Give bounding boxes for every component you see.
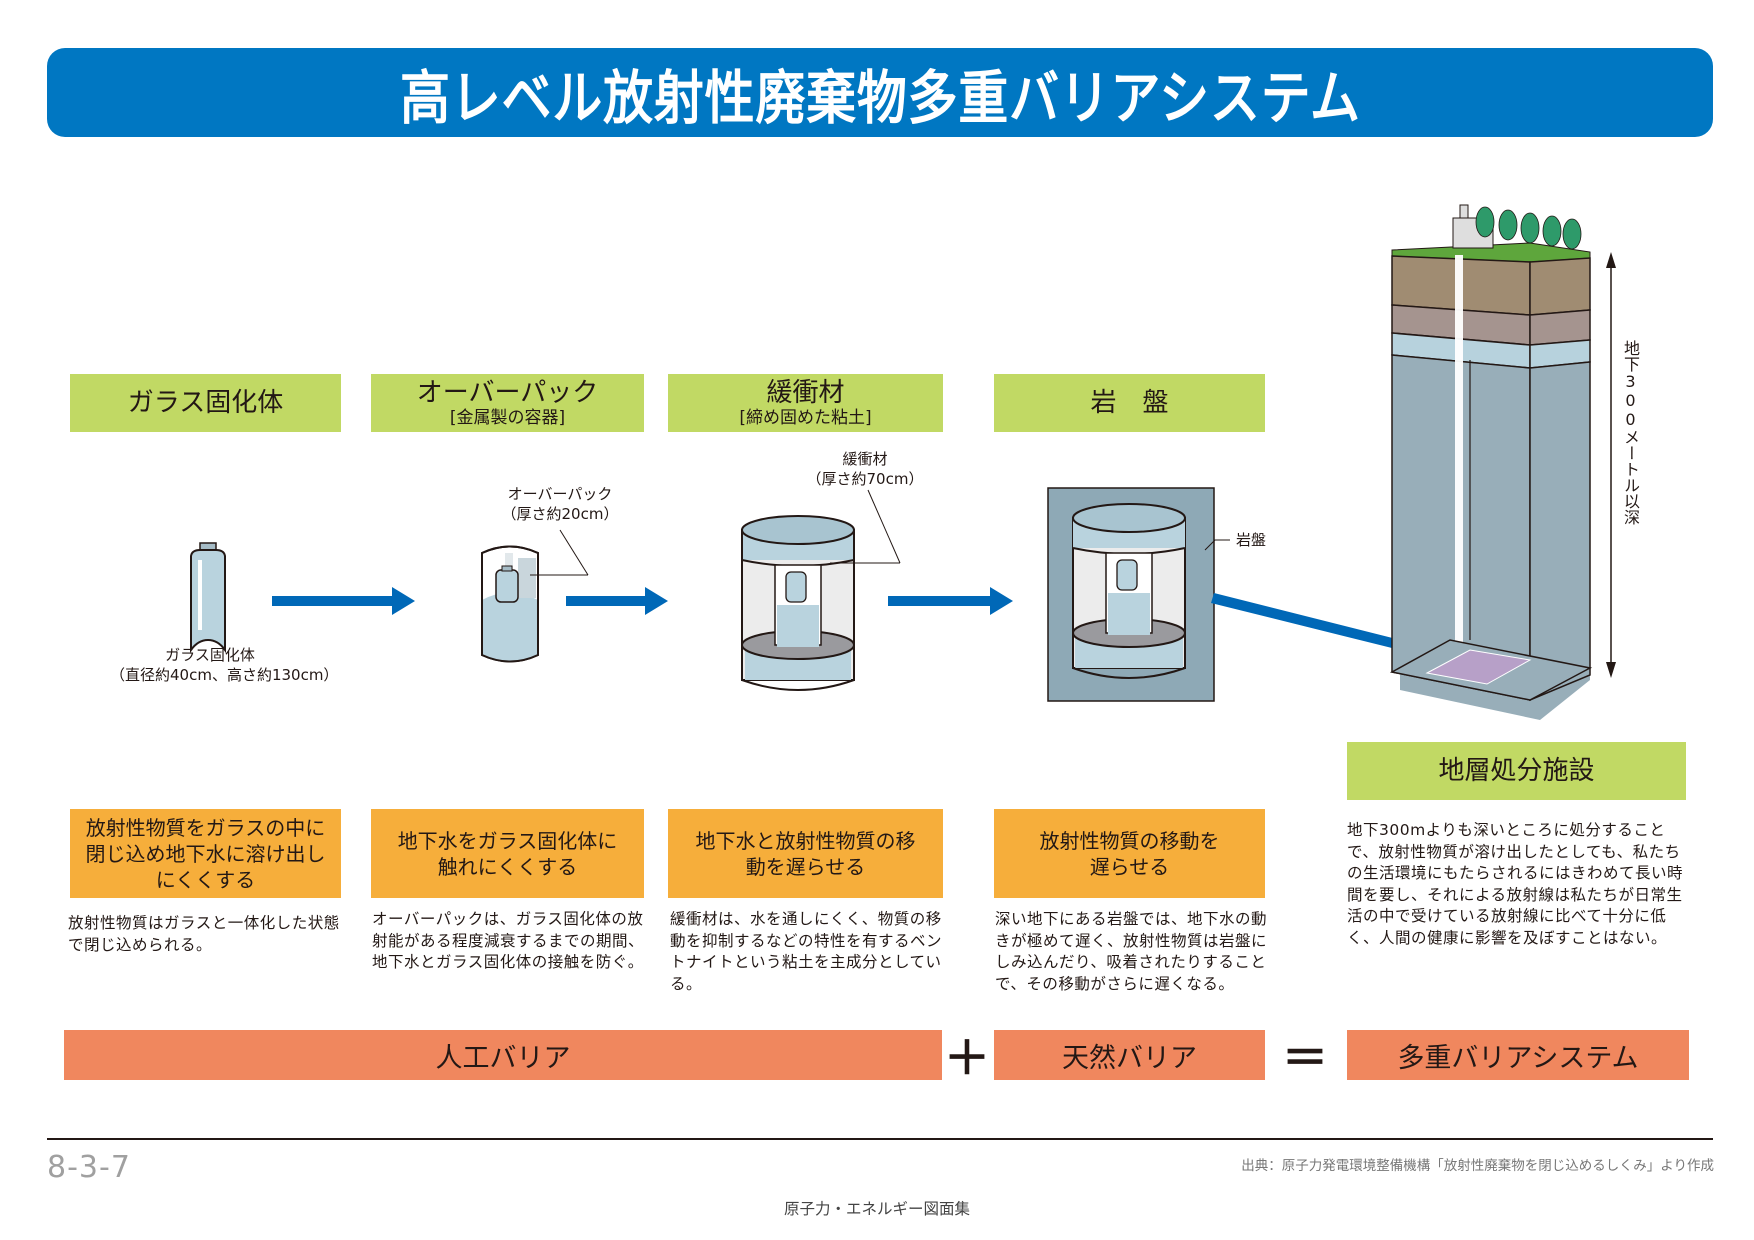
- stage-header-title: ガラス固化体: [127, 388, 284, 418]
- stage-header-title: 緩衝材: [766, 378, 845, 408]
- stage-header-glass: ガラス固化体: [70, 374, 341, 432]
- source-credit: 出典：原子力発電環境整備機構「放射性廃棄物を閉じ込めるしくみ」より作成: [1241, 1158, 1714, 1174]
- stage-header-title: オーバーパック: [416, 378, 599, 408]
- artificial-barrier-box: 人工バリア: [64, 1030, 942, 1080]
- facility-header: 地層処分施設: [1347, 742, 1686, 800]
- arrow-3-icon: [888, 587, 1013, 615]
- overpack-icon: [481, 529, 589, 663]
- role-box-glass: 放射性物質をガラスの中に閉じ込め地下水に溶け出しにくくする: [70, 809, 341, 898]
- description-overpack: オーバーパックは、ガラス固化体の放射能がある程度減衰するまでの期間、地下水とガラ…: [372, 910, 645, 971]
- buffer-label: 緩衝材 （厚さ約70cm）: [806, 450, 924, 488]
- natural-barrier-box: 天然バリア: [994, 1030, 1265, 1080]
- glass-label: ガラス固化体 （直径約40cm、高さ約130cm）: [110, 646, 339, 684]
- role-box-buffer: 地下水と放射性物質の移動を遅らせる: [668, 809, 943, 898]
- plus-sign: ＋: [944, 1031, 990, 1085]
- footer-divider: [47, 1138, 1713, 1140]
- depth-label: 地下300メートル以深: [1621, 340, 1640, 525]
- stage-header-buffer: 緩衝材 [締め固めた粘土]: [668, 374, 943, 432]
- facility-description: 地下300mよりも深いところに処分することで、放射性物質が溶け出したとしても、私…: [1347, 821, 1684, 947]
- stage-header-overpack: オーバーパック [金属製の容器]: [371, 374, 644, 432]
- stage-header-subtitle: [金属製の容器]: [449, 408, 566, 428]
- book-title: 原子力・エネルギー図面集: [783, 1200, 970, 1218]
- bedrock-label: 岩盤: [1236, 531, 1267, 549]
- role-box-overpack: 地下水をガラス固化体に触れにくくする: [371, 809, 644, 898]
- equals-sign: ＝: [1282, 1031, 1328, 1085]
- stage-header-subtitle: [締め固めた粘土]: [739, 408, 872, 428]
- multi-barrier-system-box: 多重バリアシステム: [1347, 1030, 1689, 1080]
- disposal-facility-icon: [1389, 204, 1616, 720]
- title-bar: 高レベル放射性廃棄物多重バリアシステム: [47, 48, 1713, 137]
- arrow-2-icon: [566, 587, 668, 615]
- page-title: 高レベル放射性廃棄物多重バリアシステム: [399, 63, 1361, 132]
- description-buffer: 緩衝材は、水を通しにくく、物質の移動を抑制するなどの特性を有するベントナイトとい…: [670, 910, 943, 993]
- overpack-label: オーバーパック （厚さ約20cm）: [501, 485, 619, 523]
- bedrock-icon: [1047, 487, 1230, 702]
- stage-header-title: 岩 盤: [1090, 388, 1169, 418]
- page-number: 8-3-7: [47, 1150, 131, 1185]
- buffer-material-icon: [741, 489, 901, 691]
- stage-header-bedrock: 岩 盤: [994, 374, 1265, 432]
- description-bedrock: 深い地下にある岩盤では、地下水の動きが極めて遅く、放射性物質は岩盤にしみ込んだり…: [995, 910, 1268, 993]
- arrow-1-icon: [272, 587, 415, 615]
- description-glass: 放射性物質はガラスと一体化した状態で閉じ込められる。: [68, 914, 340, 954]
- glass-canister-icon: [190, 542, 226, 654]
- role-box-bedrock: 放射性物質の移動を遅らせる: [994, 809, 1265, 898]
